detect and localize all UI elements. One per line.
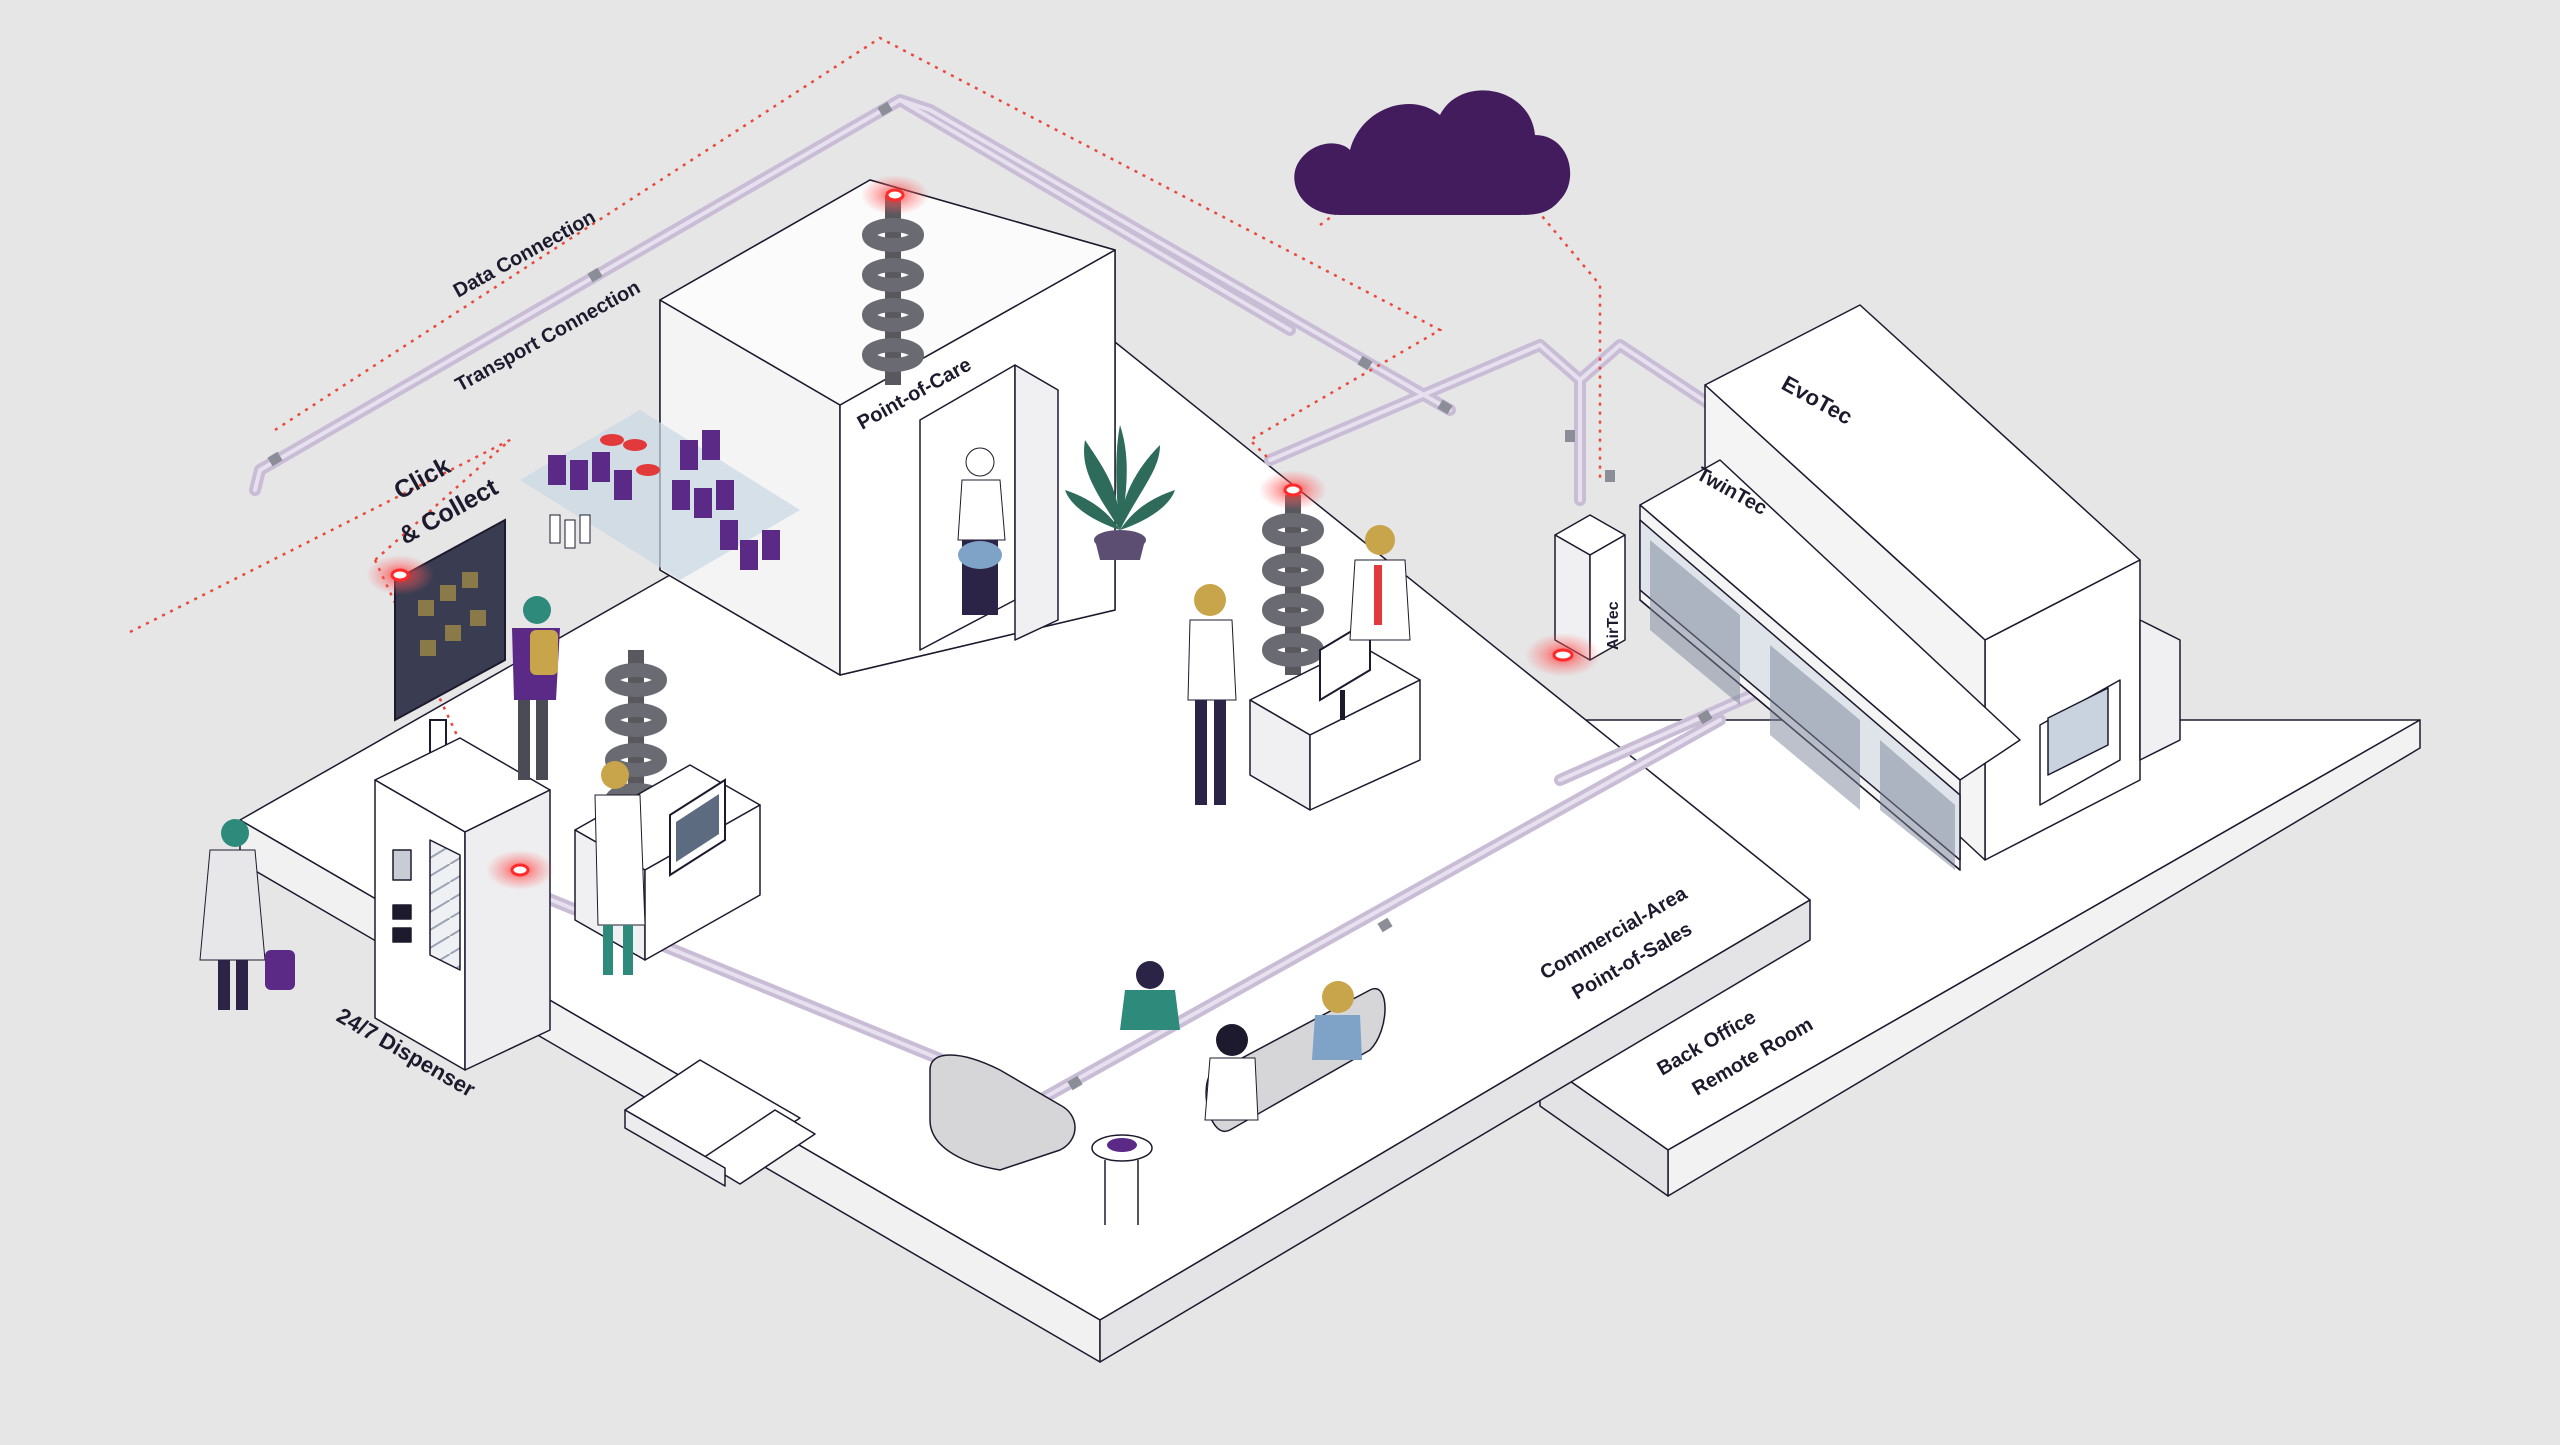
dispenser-machine (374, 737, 551, 1071)
person-figure (594, 761, 646, 975)
cloud-icon (1294, 90, 1571, 215)
person-figure (1312, 981, 1362, 1060)
plant-icon (1065, 425, 1175, 560)
spiral-chute-icon (862, 195, 924, 385)
spiral-chute-icon (1262, 495, 1324, 675)
side-table (1091, 1134, 1153, 1225)
back-office-floor (1519, 719, 2421, 1197)
airtec-unit (1554, 514, 1626, 661)
person-figure (957, 447, 1006, 615)
medicine-shelves (520, 410, 800, 580)
person-figure (1120, 961, 1180, 1030)
twintec-machine (1639, 459, 2021, 871)
person-figure (1349, 525, 1411, 641)
monitor-icon (669, 778, 726, 877)
person-figures (199, 447, 1411, 1121)
person-figure (199, 819, 295, 1010)
person-figure (1204, 1024, 1259, 1121)
person-figure (512, 596, 560, 780)
transfer-hotspots (366, 175, 1601, 890)
person-figure (1187, 584, 1237, 805)
label-airtec: AirTec (1605, 601, 1622, 650)
